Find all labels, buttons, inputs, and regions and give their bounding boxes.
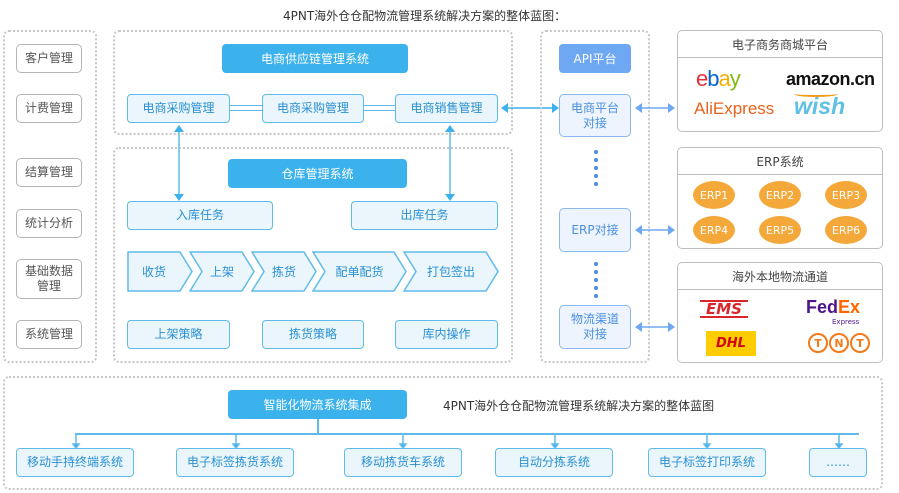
flow-step-allocate[interactable]: 配单配货: [312, 251, 407, 292]
logistics-channel-panel: 海外本地物流通道 EMS FedEx Express DHL T N T: [677, 262, 883, 363]
tnt-logo: T N T: [808, 333, 870, 353]
double-arrow-right: [445, 125, 455, 201]
electronic-label-picking-system[interactable]: 电子标签拣货系统: [176, 448, 294, 477]
arrow-logistics: [635, 322, 675, 332]
aliexpress-logo: AliExpress: [694, 99, 775, 118]
ecommerce-platform-panel: 电子商务商城平台 ebay amazon.cn AliExpress wish: [677, 30, 883, 132]
vertical-dots: [594, 150, 598, 190]
supply-chain-header[interactable]: 电商供应链管理系统: [222, 44, 408, 73]
flow-step-label: 收货: [141, 265, 166, 279]
warehouse-header[interactable]: 仓库管理系统: [228, 159, 407, 188]
api-platform-header[interactable]: API平台: [559, 44, 631, 73]
flow-step-label: 拣货: [271, 265, 296, 279]
flow-step-label: 打包签出: [426, 265, 475, 279]
connector: [230, 105, 262, 111]
shelving-strategy[interactable]: 上架策略: [127, 320, 230, 349]
ebay-logo: ebay: [696, 66, 741, 91]
ecommerce-panel-header: 电子商务商城平台: [678, 31, 882, 58]
electronic-label-printing-system[interactable]: 电子标签打印系统: [648, 448, 766, 477]
flow-step-pick[interactable]: 拣货: [251, 251, 317, 292]
erp-5[interactable]: ERP5: [759, 216, 801, 244]
ecommerce-purchase-management-2[interactable]: 电商采购管理: [262, 94, 364, 123]
menu-billing-management[interactable]: 计费管理: [16, 94, 82, 123]
erp-integration[interactable]: ERP对接: [559, 208, 631, 252]
outbound-task[interactable]: 出库任务: [351, 201, 498, 230]
flow-step-receive[interactable]: 收货: [127, 251, 193, 292]
menu-customer-management[interactable]: 客户管理: [16, 44, 82, 73]
arrow-ecommerce: [635, 103, 675, 113]
ecommerce-platform-integration[interactable]: 电商平台对接: [559, 94, 631, 137]
menu-system-management[interactable]: 系统管理: [16, 320, 82, 349]
supply-chain-panel: [113, 30, 513, 135]
amazon-logo: amazon.cn: [786, 69, 875, 89]
erp-4[interactable]: ERP4: [693, 216, 735, 244]
double-arrow-left: [174, 125, 184, 201]
dhl-logo: DHL: [706, 331, 756, 356]
ecommerce-sales-management[interactable]: 电商销售管理: [395, 94, 498, 123]
more-systems[interactable]: ……: [809, 448, 867, 477]
erp-2[interactable]: ERP2: [759, 181, 801, 209]
warehouse-panel: [113, 147, 513, 363]
connector: [75, 433, 859, 435]
ems-logo: EMS: [700, 300, 748, 318]
ecommerce-purchase-management[interactable]: 电商采购管理: [127, 94, 230, 123]
erp-1[interactable]: ERP1: [693, 181, 735, 209]
in-warehouse-operation[interactable]: 库内操作: [395, 320, 498, 349]
fedex-express-label: Express: [832, 318, 860, 326]
menu-statistics-analysis[interactable]: 统计分析: [16, 209, 82, 238]
connector: [364, 105, 395, 111]
connector: [317, 419, 319, 433]
page-title: 4PNT海外仓仓配物流管理系统解决方案的整体蓝图：: [283, 9, 567, 23]
logistics-channel-integration[interactable]: 物流渠道对接: [559, 305, 631, 349]
integration-caption: 4PNT海外仓仓配物流管理系统解决方案的整体蓝图: [443, 399, 715, 413]
arrow-sales-to-api: [501, 103, 559, 113]
amazon-smile: [794, 91, 838, 97]
mobile-handheld-terminal-system[interactable]: 移动手持终端系统: [16, 448, 134, 477]
vertical-dots: [594, 262, 598, 302]
picking-strategy[interactable]: 拣货策略: [262, 320, 364, 349]
arrow-erp: [635, 225, 675, 235]
left-management-panel: [3, 30, 97, 363]
erp-3[interactable]: ERP3: [825, 181, 867, 209]
menu-basic-data-management[interactable]: 基础数据管理: [16, 259, 82, 299]
erp-panel-header: ERP系统: [678, 148, 882, 175]
integration-header[interactable]: 智能化物流系统集成: [228, 390, 407, 419]
menu-settlement-management[interactable]: 结算管理: [16, 158, 82, 187]
logistics-panel-header: 海外本地物流通道: [678, 263, 882, 290]
fedex-logo: FedEx: [806, 297, 861, 317]
mobile-picking-cart-system[interactable]: 移动拣货车系统: [344, 448, 462, 477]
inbound-task[interactable]: 入库任务: [127, 201, 273, 230]
api-panel: [540, 30, 650, 363]
integration-panel: [3, 376, 883, 490]
flow-step-label: 配单配货: [335, 265, 384, 279]
automatic-sorting-system[interactable]: 自动分拣系统: [495, 448, 613, 477]
flow-step-pack-ship[interactable]: 打包签出: [403, 251, 499, 292]
wish-logo: wish: [794, 93, 846, 119]
branch-arrows: [71, 433, 844, 449]
erp-6[interactable]: ERP6: [825, 216, 867, 244]
flow-step-label: 上架: [209, 265, 234, 279]
flow-step-shelve[interactable]: 上架: [189, 251, 255, 292]
